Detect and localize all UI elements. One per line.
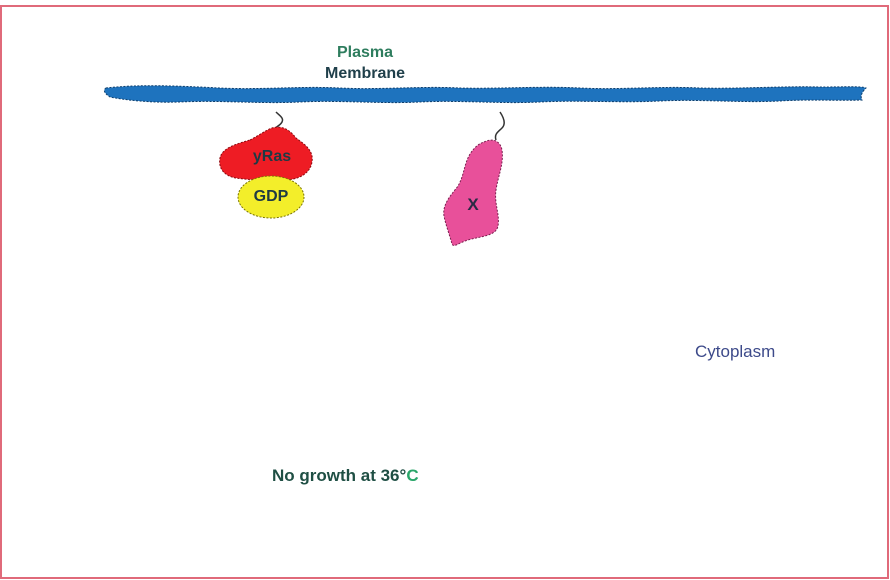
x-anchor — [494, 111, 505, 141]
growth-caption-unit: C — [406, 466, 419, 485]
growth-caption-text: No growth at 36° — [272, 466, 407, 485]
growth-caption: No growth at 36°C — [272, 466, 419, 486]
gdp-molecule — [237, 175, 305, 219]
frame-border — [0, 5, 889, 579]
yras-label: yRas — [252, 148, 292, 165]
membrane-label-line2: Membrane — [324, 65, 406, 82]
membrane-label-line1: Plasma — [336, 44, 394, 61]
plasma-membrane — [103, 85, 867, 104]
x-protein — [443, 139, 503, 246]
x-label: X — [467, 195, 479, 214]
membrane-label: Plasma Membrane — [290, 42, 440, 84]
gdp-label: GDP — [253, 188, 289, 205]
cytoplasm-label: Cytoplasm — [695, 342, 776, 361]
yras-protein — [219, 126, 313, 181]
